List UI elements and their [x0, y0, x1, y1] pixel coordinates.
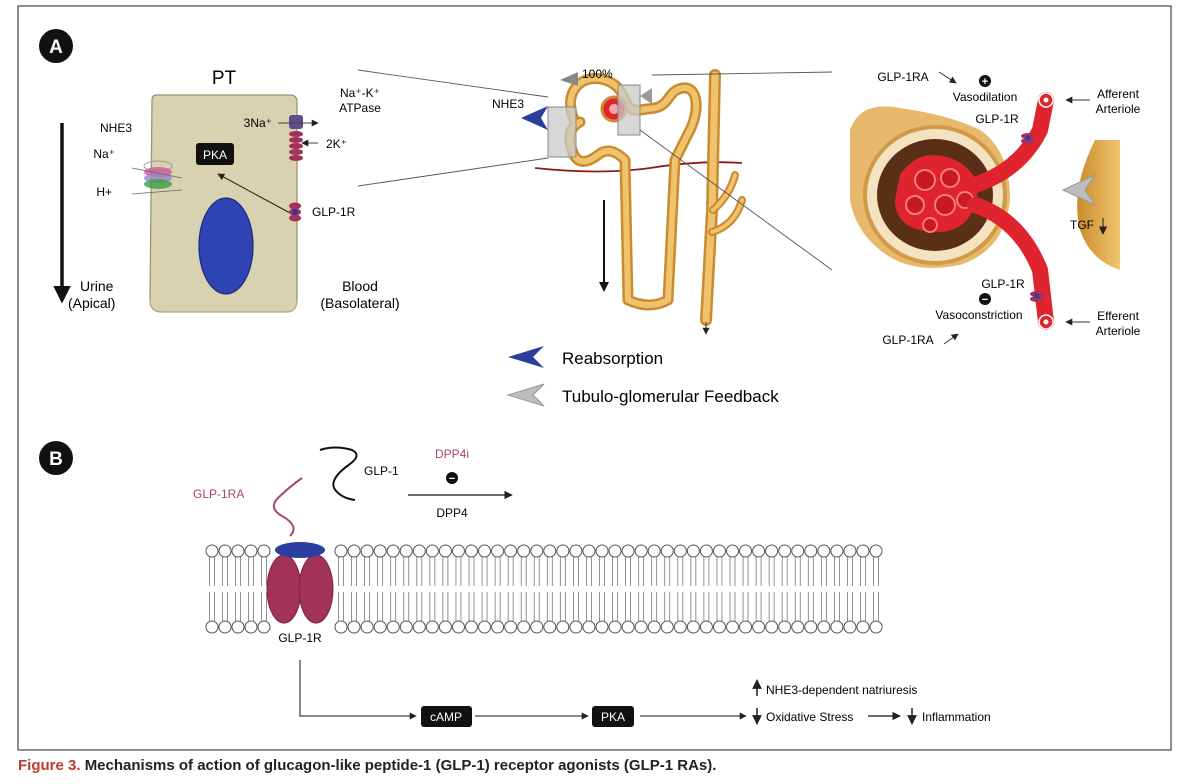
- oxidative-label: Oxidative Stress: [766, 710, 853, 724]
- na-label: Na⁺: [93, 147, 115, 161]
- afferent-glp1r: [1021, 133, 1035, 144]
- natriuresis-label: NHE3-dependent natriuresis: [766, 683, 917, 697]
- na-k-atpase: [289, 115, 303, 161]
- glp1ra-label: GLP-1RA: [193, 487, 244, 501]
- vasoconstriction-label: Vasoconstriction: [935, 308, 1022, 322]
- reabsorption-arrow-small: [521, 106, 548, 130]
- h-label: H+: [96, 185, 112, 199]
- cell-membrane: [205, 544, 883, 634]
- svg-text:+: +: [982, 76, 988, 88]
- glp1ra-peptide: [272, 477, 303, 537]
- glp1-peptide: [319, 446, 358, 501]
- percent-label: 100%: [582, 67, 613, 81]
- pt-title: PT: [212, 68, 237, 89]
- pt-box: [547, 106, 577, 158]
- dpp4-label: DPP4: [436, 506, 468, 520]
- legend-feedback-label: Tubulo-glomerular Feedback: [562, 387, 779, 406]
- pka-box: [196, 143, 234, 165]
- dpp4i-label: DPP4i: [435, 447, 469, 461]
- efferent-label-2: Arteriole: [1096, 324, 1141, 338]
- panel-a: A PT PKA NHE3 Na⁺ H+: [39, 29, 1141, 407]
- zoom-line-glom-bottom: [639, 129, 833, 271]
- glp1r-top-label: GLP-1R: [975, 112, 1019, 126]
- glp1-label: GLP-1: [364, 464, 399, 478]
- panel-b: B GLP-1 GLP-1RA DPP4i − DPP4 GLP-1R cAMP…: [39, 441, 991, 727]
- urine-label-2: (Apical): [68, 295, 115, 311]
- legend-feedback-icon: [506, 383, 545, 407]
- blood-label-1: Blood: [342, 278, 378, 294]
- afferent-label-1: Afferent: [1097, 87, 1139, 101]
- cascade-arrow-1: [299, 660, 417, 720]
- glp1r-label: GLP-1R: [278, 631, 322, 645]
- cell-glp1r-label: GLP-1R: [312, 205, 356, 219]
- pt-cell: PT PKA NHE3 Na⁺ H+: [53, 68, 400, 313]
- k2-label: 2K⁺: [326, 137, 347, 151]
- atpase-label-2: ATPase: [339, 101, 381, 115]
- glp1r-receptor: [266, 542, 334, 624]
- tgf-label: TGF: [1070, 218, 1094, 232]
- panel-a-label: A: [49, 37, 63, 58]
- zoom-line-glom-top: [651, 71, 833, 76]
- camp-box: [421, 706, 472, 727]
- nucleus: [198, 197, 254, 295]
- cell-glp1r: [289, 202, 301, 222]
- tgf-arrow: [1061, 173, 1097, 207]
- panel-a-badge: [39, 29, 73, 63]
- glp1r-to-pka-arrow: [217, 173, 291, 214]
- pka-label: PKA: [203, 148, 227, 162]
- pka-box-b: [592, 706, 634, 727]
- efferent-arteriole: [967, 197, 1054, 330]
- afferent-label-2: Arteriole: [1096, 102, 1141, 116]
- legend-reabsorption-label: Reabsorption: [562, 349, 663, 368]
- legend: Reabsorption Tubulo-glomerular Feedback: [506, 346, 779, 407]
- feedback-arrow-small: [560, 72, 578, 86]
- glp1ra-bottom-label: GLP-1RA: [882, 333, 933, 347]
- blood-label-2: (Basolateral): [320, 295, 399, 311]
- efferent-label-1: Efferent: [1097, 309, 1139, 323]
- panel-b-badge: [39, 441, 73, 475]
- zoom-line-bottom: [357, 157, 549, 187]
- svg-text:−: −: [449, 473, 455, 485]
- minus-sign-bottom: [979, 293, 991, 305]
- figure-number: Figure 3.: [18, 757, 81, 774]
- capillary-tuft: [895, 155, 978, 233]
- nephron: 100% NHE3: [492, 67, 746, 335]
- inflammation-label: Inflammation: [922, 710, 991, 724]
- figure-caption: Figure 3. Mechanisms of action of glucag…: [18, 757, 716, 774]
- plus-sign-top: [979, 75, 991, 87]
- urine-label-1: Urine: [80, 278, 114, 294]
- camp-label: cAMP: [430, 710, 462, 724]
- nhe3-exchanger: [131, 160, 183, 195]
- dpp4i-inhibit-sign: [446, 472, 458, 484]
- pka-label-b: PKA: [601, 710, 625, 724]
- glp1ra-top-label: GLP-1RA: [877, 70, 928, 84]
- afferent-arteriole: [967, 92, 1054, 193]
- na3-label: 3Na⁺: [244, 116, 272, 130]
- svg-text:−: −: [982, 294, 988, 306]
- glomerulus-detail: GLP-1RA + Vasodilation GLP-1R Afferent A…: [850, 70, 1141, 347]
- zoom-line-top: [357, 69, 549, 98]
- atpase-label-1: Na⁺-K⁺: [340, 86, 380, 100]
- nhe3-label: NHE3: [100, 121, 132, 135]
- legend-reabsorption-icon: [508, 346, 544, 368]
- vasodilation-label: Vasodilation: [953, 90, 1018, 104]
- glp1r-bottom-label: GLP-1R: [981, 277, 1025, 291]
- jga-box: [617, 84, 641, 136]
- panel-b-label: B: [49, 449, 63, 470]
- macula-densa: [1077, 140, 1120, 270]
- nephron-nhe3-label: NHE3: [492, 97, 524, 111]
- efferent-glp1r: [1030, 291, 1044, 302]
- figure-caption-text: Mechanisms of action of glucagon-like pe…: [84, 757, 717, 774]
